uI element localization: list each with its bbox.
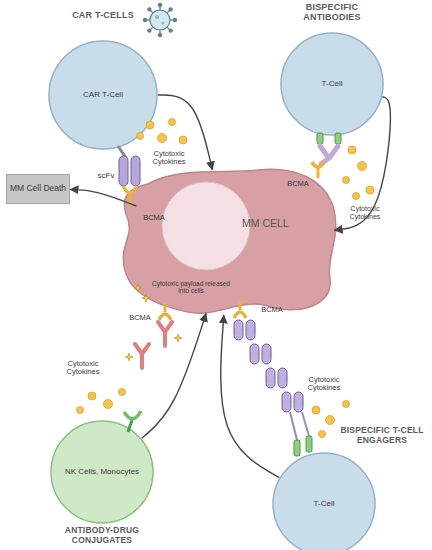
- cell-label: T-Cell: [280, 80, 384, 89]
- part-label: scFv: [94, 172, 118, 181]
- group-heading: BISPECIFIC ANTIBODIES: [290, 2, 374, 22]
- payload-note: Cytotoxic payload released into cells: [150, 280, 232, 294]
- cell-membrane: [123, 169, 335, 313]
- cytokine-label: Cytotoxic Cytokines: [300, 376, 348, 393]
- t-cell: BISPECIFIC ANTIBODIEST-Cell: [280, 32, 384, 136]
- outcome-label: MM Cell Death: [7, 184, 69, 194]
- antigen-label: BCMA: [258, 306, 286, 314]
- t-cell: BISPECIFIC T-CELL ENGAGERST-Cell: [272, 452, 376, 550]
- group-heading: BISPECIFIC T-CELL ENGAGERS: [336, 426, 428, 445]
- cytokine-dots: [77, 119, 375, 438]
- bispecific-t-cell-engager: [234, 301, 312, 456]
- cell-label: T-Cell: [272, 500, 376, 509]
- connector-arrow: [142, 313, 206, 438]
- group-heading: CAR T-CELLS: [53, 10, 153, 20]
- cell-membrane: [273, 453, 375, 550]
- antigen-label: BCMA: [284, 180, 312, 188]
- cell-label: NK Cells, Monocytes: [62, 468, 142, 477]
- cell-membrane: [49, 41, 157, 149]
- antigen-label: BCMA: [126, 314, 154, 322]
- nk-cell: NK Cells, MonocytesANTIBODY-DRUG CONJUGA…: [50, 420, 154, 524]
- cell-membrane: [51, 421, 153, 523]
- cell-label: CAR T-Cell: [48, 91, 158, 100]
- cytokine-label: Cytotoxic Cytokines: [346, 205, 384, 220]
- virus-icon: [143, 3, 176, 36]
- cell-label: MM CELL: [242, 218, 322, 230]
- antigen-label: BCMA: [140, 214, 168, 222]
- cytokine-label: Cytotoxic Cytokines: [56, 360, 110, 377]
- car-t-cell: CAR T-CELLSCAR T-Cell: [48, 40, 158, 150]
- bispecific-antibody: [312, 133, 341, 178]
- cell-membrane: [281, 33, 383, 135]
- myeloma-cell: MM CELL: [118, 166, 340, 318]
- outcome-box: MM Cell Death: [6, 174, 70, 204]
- connector-arrow: [221, 315, 279, 478]
- connectors: [70, 95, 390, 478]
- myeloma-cell-outline: [118, 166, 340, 318]
- cytokine-label: Cytotoxic Cytokines: [146, 150, 192, 167]
- cell-nucleus: [162, 182, 250, 270]
- group-heading: ANTIBODY-DRUG CONJUGATES: [42, 526, 162, 545]
